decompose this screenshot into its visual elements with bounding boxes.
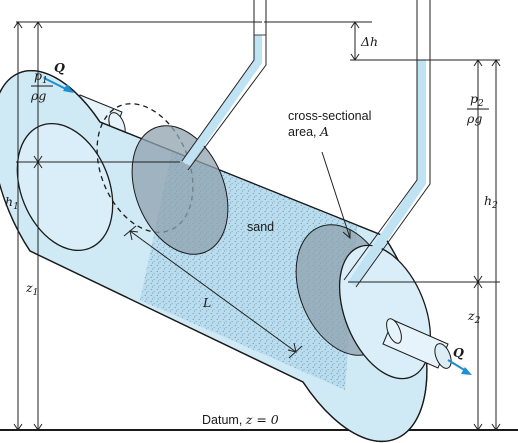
- length-dimension: [123, 225, 303, 359]
- piezometer-tube-1: [181, 0, 267, 171]
- outlet-pipe: [382, 318, 452, 369]
- z2-label: z2: [467, 308, 481, 326]
- cross-section-1: [131, 125, 229, 255]
- area-leader-line: [321, 151, 351, 239]
- h2-label: h2: [484, 193, 498, 211]
- p1-over-rhog-label: p1 ρg: [30, 68, 53, 103]
- sand-label: sand: [247, 220, 274, 234]
- h1-label: h1: [5, 194, 19, 212]
- q-outflow-label: Q: [453, 345, 464, 360]
- p2-over-rhog-label: p2 ρg: [466, 91, 489, 126]
- left-dimensions: [13, 21, 262, 431]
- tube-body: [0, 70, 432, 443]
- svg-text:ρg: ρg: [30, 88, 46, 103]
- svg-text:p1: p1: [34, 68, 48, 86]
- svg-text:ρg: ρg: [466, 111, 482, 126]
- datum-label: Datum, z = 0: [202, 412, 279, 427]
- cross-section-label-2: area, A: [288, 124, 329, 139]
- z1-label: z1: [25, 280, 38, 298]
- left-end-cap: [16, 122, 114, 252]
- outflow-arrow: [447, 359, 472, 375]
- q-inflow-label: Q: [54, 60, 65, 75]
- delta-h-label: Δh: [360, 34, 378, 49]
- right-dimensions: [264, 21, 501, 431]
- length-label: L: [202, 295, 211, 310]
- svg-text:p2: p2: [470, 91, 484, 109]
- inflow-arrow: [43, 77, 74, 93]
- cross-section-label: cross-sectional: [288, 109, 371, 123]
